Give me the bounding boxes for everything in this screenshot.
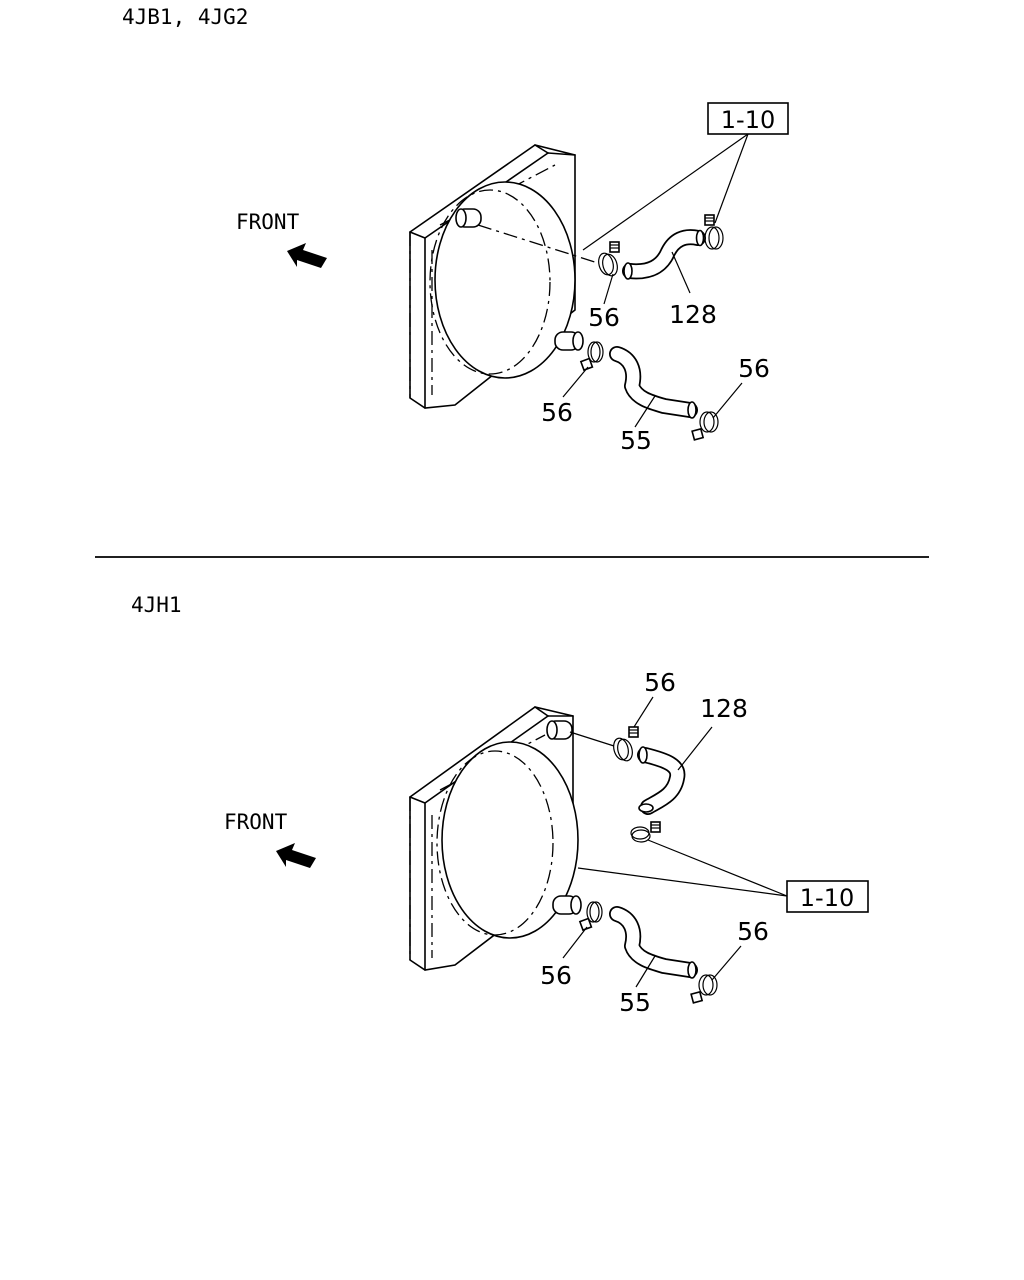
callout-leader [603, 273, 614, 305]
callout-leader [562, 926, 588, 959]
upper-clamp-right [630, 821, 661, 843]
callout-lower-clamp-left: 56 [541, 398, 573, 427]
callout-upper-hose: 128 [700, 694, 748, 723]
upper-clamp-left [613, 726, 639, 762]
lower-clamp-right [691, 411, 719, 441]
ref-leader-radiator [582, 133, 749, 251]
lower-clamp-left [578, 901, 603, 932]
callout-lower-hose: 55 [619, 988, 651, 1017]
upper-hose [622, 229, 706, 280]
variant-label: 4JB1, 4JG2 [122, 5, 248, 29]
lower-clamp-left [579, 341, 604, 372]
callout-leader [677, 726, 713, 771]
callout-leader [711, 945, 742, 981]
front-arrow-icon [287, 243, 327, 268]
callout-lower-clamp-left: 56 [540, 961, 572, 990]
callout-leader [712, 382, 743, 419]
ref-leader-clamp [714, 133, 749, 224]
ref-leader-radiator [577, 867, 788, 897]
callout-lower-hose: 55 [620, 426, 652, 455]
variant-label: 4JH1 [131, 593, 182, 617]
callout-upper-clamp: 56 [644, 668, 676, 697]
callout-leader [671, 251, 691, 294]
ref-leader-clamp [647, 839, 788, 897]
lower-clamp-right [690, 974, 718, 1004]
lower-hose [609, 906, 698, 979]
radiator [409, 706, 582, 971]
callout-leader [634, 395, 656, 428]
inlet-leader-line [477, 224, 599, 264]
front-arrow-icon [276, 843, 316, 868]
ref-box [786, 880, 869, 913]
callout-upper-hose: 128 [669, 300, 717, 329]
callout-upper-clamp: 56 [588, 303, 620, 332]
section-4jh1: 4JH1 FRONT [131, 593, 869, 1017]
front-label: FRONT [224, 810, 288, 834]
upper-hose [637, 746, 686, 815]
callout-lower-clamp-right: 56 [737, 917, 769, 946]
callout-lower-clamp-right: 56 [738, 354, 770, 383]
callout-leader [635, 955, 656, 988]
ref-box-label: 1-10 [800, 884, 854, 912]
radiator [409, 144, 584, 409]
upper-clamp-right [704, 214, 724, 250]
callout-leader [633, 696, 654, 728]
inlet-leader-line [569, 731, 615, 747]
lower-hose [609, 346, 698, 419]
ref-box-label: 1-10 [721, 106, 775, 134]
callout-leader [562, 366, 589, 398]
section-4jb1-4jg2: 4JB1, 4JG2 FRONT [122, 5, 789, 455]
front-label: FRONT [236, 210, 300, 234]
upper-clamp-left [598, 241, 620, 277]
